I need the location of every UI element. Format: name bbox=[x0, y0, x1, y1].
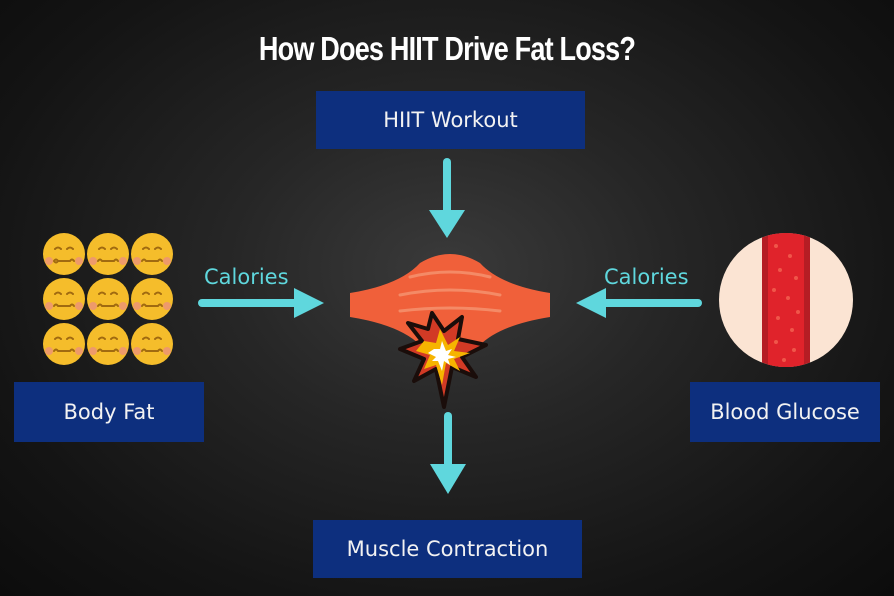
node-muscle-contraction-label: Muscle Contraction bbox=[346, 537, 549, 561]
node-hiit-workout: HIIT Workout bbox=[316, 91, 585, 149]
edge-label-right-calories: Calories bbox=[604, 265, 689, 289]
blood-vessel-icon bbox=[719, 233, 853, 367]
node-hiit-workout-label: HIIT Workout bbox=[383, 108, 518, 132]
node-muscle-contraction: Muscle Contraction bbox=[313, 520, 582, 578]
diagram-title: How Does HIIT Drive Fat Loss? bbox=[258, 30, 636, 67]
node-body-fat: Body Fat bbox=[14, 382, 204, 442]
arrow-right-icon bbox=[198, 288, 324, 318]
edge-label-left-calories: Calories bbox=[204, 265, 289, 289]
node-body-fat-label: Body Fat bbox=[63, 400, 155, 424]
arrow-left-icon bbox=[576, 288, 702, 318]
arrow-down-top-icon bbox=[429, 158, 465, 238]
fat-emoji-grid-icon bbox=[43, 233, 173, 365]
node-blood-glucose-label: Blood Glucose bbox=[710, 400, 860, 424]
arrow-down-bottom-icon bbox=[430, 412, 466, 494]
muscle-explosion-icon bbox=[350, 254, 550, 409]
node-blood-glucose: Blood Glucose bbox=[690, 382, 880, 442]
